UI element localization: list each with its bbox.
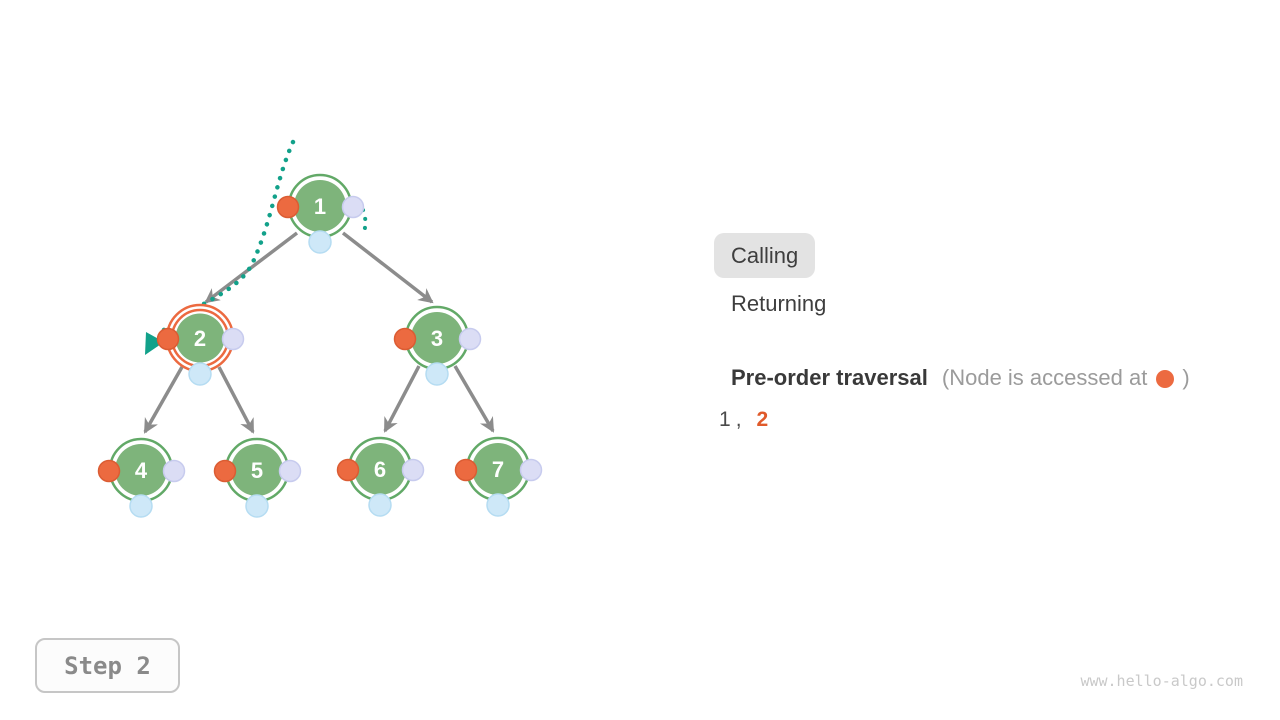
node-value-label: 3 — [431, 326, 443, 351]
tree-edge-3-7 — [453, 365, 495, 433]
node-circle — [231, 444, 283, 496]
node-value-label: 4 — [135, 458, 148, 483]
legend-calling-label: Calling — [731, 242, 799, 268]
postorder-access-dot-icon — [278, 459, 302, 483]
traversal-info: Pre-order traversal (Node is accessed at… — [731, 365, 1190, 391]
node-circle — [472, 443, 524, 495]
node-value-label: 1 — [314, 194, 326, 219]
inorder-access-dot-icon — [368, 493, 392, 517]
tree-edge-1-3 — [341, 231, 434, 304]
sequence-value-2: 2 — [756, 408, 769, 431]
inorder-access-dot-icon — [425, 362, 449, 386]
step-label: Step 2 — [64, 651, 151, 680]
tree-edge-1-2 — [204, 231, 299, 304]
traversal-pointer-trail-remnant — [361, 208, 368, 234]
traversal-note-suffix: ) — [1182, 365, 1190, 390]
postorder-access-dot-icon — [341, 195, 365, 219]
tree-node-2: 2 — [156, 303, 245, 386]
tree-node-3: 3 — [393, 305, 482, 386]
preorder-access-dot-icon — [393, 327, 417, 351]
traversal-pointer-trail — [155, 139, 296, 339]
node-circle — [294, 180, 346, 232]
legend-calling: Calling — [714, 233, 816, 278]
postorder-access-dot-icon — [401, 458, 425, 482]
postorder-access-dot-icon — [519, 458, 543, 482]
inorder-access-dot-icon — [188, 362, 212, 386]
traversal-sequence: 1,2 — [719, 408, 768, 432]
traversal-title: Pre-order traversal — [731, 365, 928, 390]
postorder-access-dot-icon — [221, 327, 245, 351]
node-value-label: 7 — [492, 457, 504, 482]
preorder-access-dot-icon — [97, 459, 121, 483]
tree-node-4: 4 — [97, 437, 186, 518]
sequence-separator: , — [735, 408, 742, 431]
node-circle — [115, 444, 167, 496]
access-marker-dot-icon — [1156, 370, 1175, 388]
tree-node-1: 1 — [276, 173, 365, 254]
tree-edge-3-6 — [383, 365, 421, 433]
watermark: www.hello-algo.com — [1080, 672, 1243, 690]
traversal-pointer-arrowhead-icon — [145, 332, 164, 355]
inorder-access-dot-icon — [129, 494, 153, 518]
postorder-access-dot-icon — [458, 327, 482, 351]
tree-edge-2-4 — [143, 366, 184, 434]
node-value-label: 5 — [251, 458, 263, 483]
preorder-access-dot-icon — [213, 459, 237, 483]
node-value-label: 2 — [194, 326, 206, 351]
tree-node-7: 7 — [454, 436, 543, 517]
sequence-value-1: 1 — [719, 408, 731, 431]
preorder-access-dot-icon — [156, 327, 180, 351]
node-circle — [354, 443, 406, 495]
inorder-access-dot-icon — [245, 494, 269, 518]
tree-node-5: 5 — [213, 437, 302, 518]
tree-edge-2-5 — [217, 366, 255, 434]
legend-returning: Returning — [731, 291, 826, 317]
preorder-access-dot-icon — [336, 458, 360, 482]
inorder-access-dot-icon — [486, 493, 510, 517]
node-circle — [175, 313, 225, 363]
tree-node-6: 6 — [336, 436, 425, 517]
preorder-access-dot-icon — [276, 195, 300, 219]
legend-returning-label: Returning — [731, 291, 827, 316]
preorder-access-dot-icon — [454, 458, 478, 482]
node-value-label: 6 — [374, 457, 386, 482]
inorder-access-dot-icon — [308, 230, 332, 254]
legend: Calling Returning — [714, 233, 826, 317]
step-indicator: Step 2 — [35, 638, 180, 693]
postorder-access-dot-icon — [162, 459, 186, 483]
traversal-note-prefix: (Node is accessed at — [941, 365, 1148, 390]
node-circle — [411, 312, 463, 364]
